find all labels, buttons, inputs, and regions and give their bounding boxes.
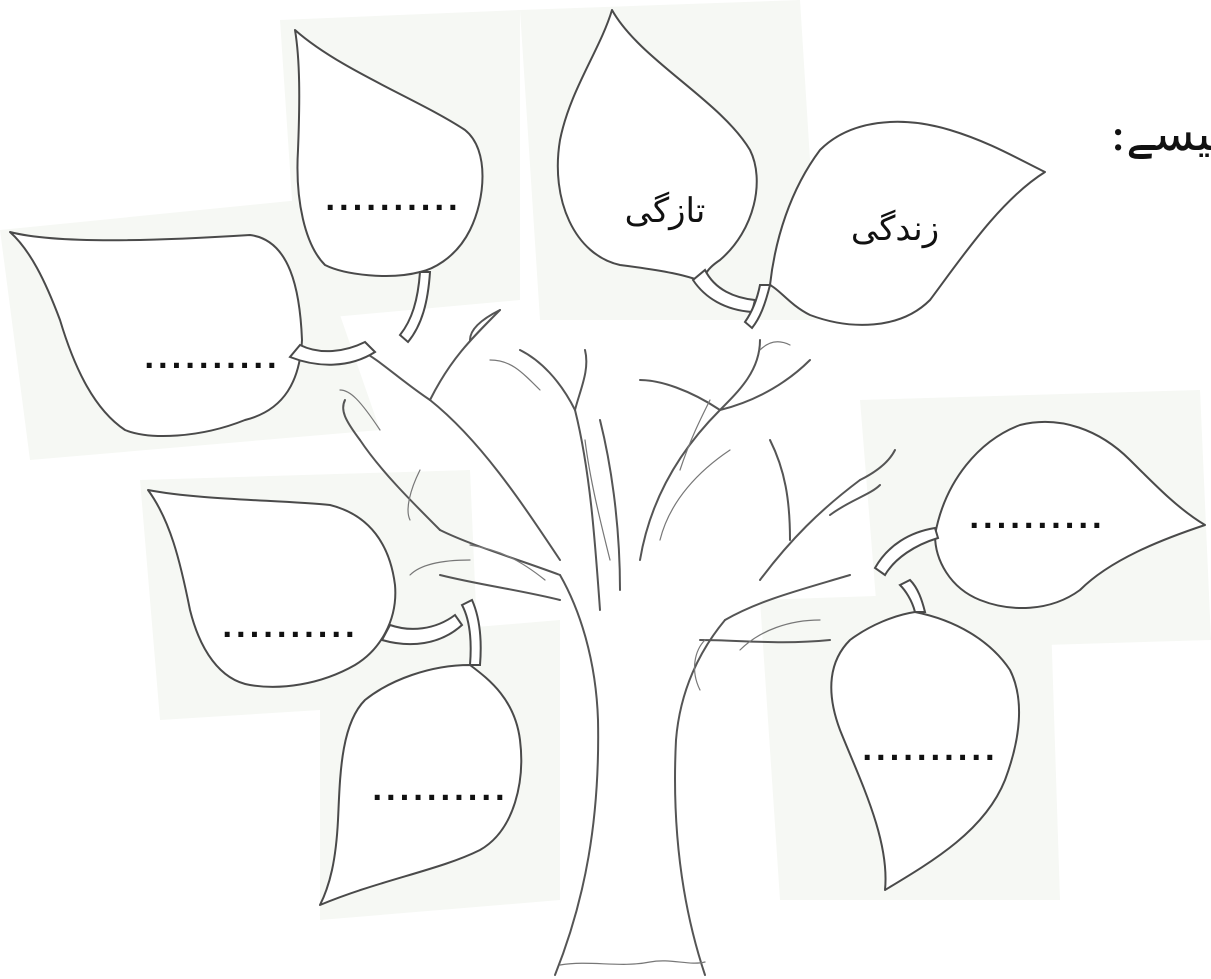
- leaf-bottom-left-blank: ..........: [372, 774, 508, 807]
- leaf-left-upper-blank: ..........: [325, 184, 461, 217]
- leaf-right-upper-blank: ..........: [969, 502, 1105, 535]
- leaf-top-right-label: زندگی: [851, 209, 939, 249]
- example-heading: جیسے:: [1110, 106, 1211, 162]
- leaf-right-lower-blank: ..........: [862, 734, 998, 767]
- leaf-left-middle-blank: ..........: [144, 342, 280, 375]
- leaf-top-center-label: تازگی: [625, 191, 706, 231]
- leaf-left-lower-blank: ..........: [222, 611, 358, 644]
